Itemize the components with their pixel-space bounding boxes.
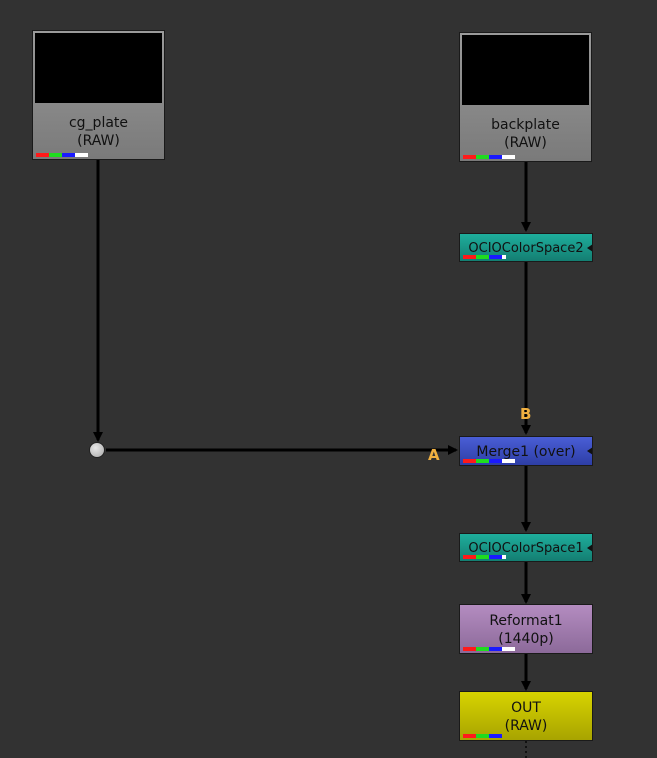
node-title: OCIOColorSpace1 xyxy=(468,541,584,556)
node-title: Reformat1 xyxy=(489,613,563,629)
node-title: Merge1 (over) xyxy=(476,444,576,460)
channel-indicator xyxy=(463,255,506,259)
read-node-backplate[interactable]: backplate (RAW) xyxy=(459,32,592,162)
node-subtitle: (RAW) xyxy=(77,133,120,149)
node-title: OUT xyxy=(511,700,541,716)
dot-node[interactable] xyxy=(89,442,105,458)
thumbnail xyxy=(462,35,589,105)
node-subtitle: (1440p) xyxy=(498,631,554,647)
mask-input-arrow-icon[interactable] xyxy=(587,447,592,455)
channel-indicator xyxy=(463,555,506,559)
node-title: cg_plate xyxy=(68,115,129,131)
write-node-out[interactable]: OUT (RAW) xyxy=(459,691,593,741)
node-subtitle: (RAW) xyxy=(504,718,548,734)
merge-node[interactable]: Merge1 (over) xyxy=(459,436,593,466)
mask-input-arrow-icon[interactable] xyxy=(587,243,592,252)
node-subtitle: (RAW) xyxy=(504,135,547,151)
channel-indicator xyxy=(36,153,88,157)
reformat-node[interactable]: Reformat1 (1440p) xyxy=(459,604,593,654)
merge-input-a-label: A xyxy=(428,446,440,464)
ocio-colorspace-node-1[interactable]: OCIOColorSpace1 xyxy=(459,533,593,562)
ocio-colorspace-node-2[interactable]: OCIOColorSpace2 xyxy=(459,233,593,262)
mask-input-arrow-icon[interactable] xyxy=(587,543,592,552)
merge-input-b-label: B xyxy=(520,405,532,423)
node-title: OCIOColorSpace2 xyxy=(468,241,584,256)
channel-indicator xyxy=(463,459,515,463)
read-node-cg-plate[interactable]: cg_plate (RAW) xyxy=(32,30,165,160)
node-title: backplate xyxy=(491,117,560,133)
thumbnail xyxy=(35,33,162,103)
channel-indicator xyxy=(463,734,502,738)
channel-indicator xyxy=(463,155,515,159)
channel-indicator xyxy=(463,647,515,651)
